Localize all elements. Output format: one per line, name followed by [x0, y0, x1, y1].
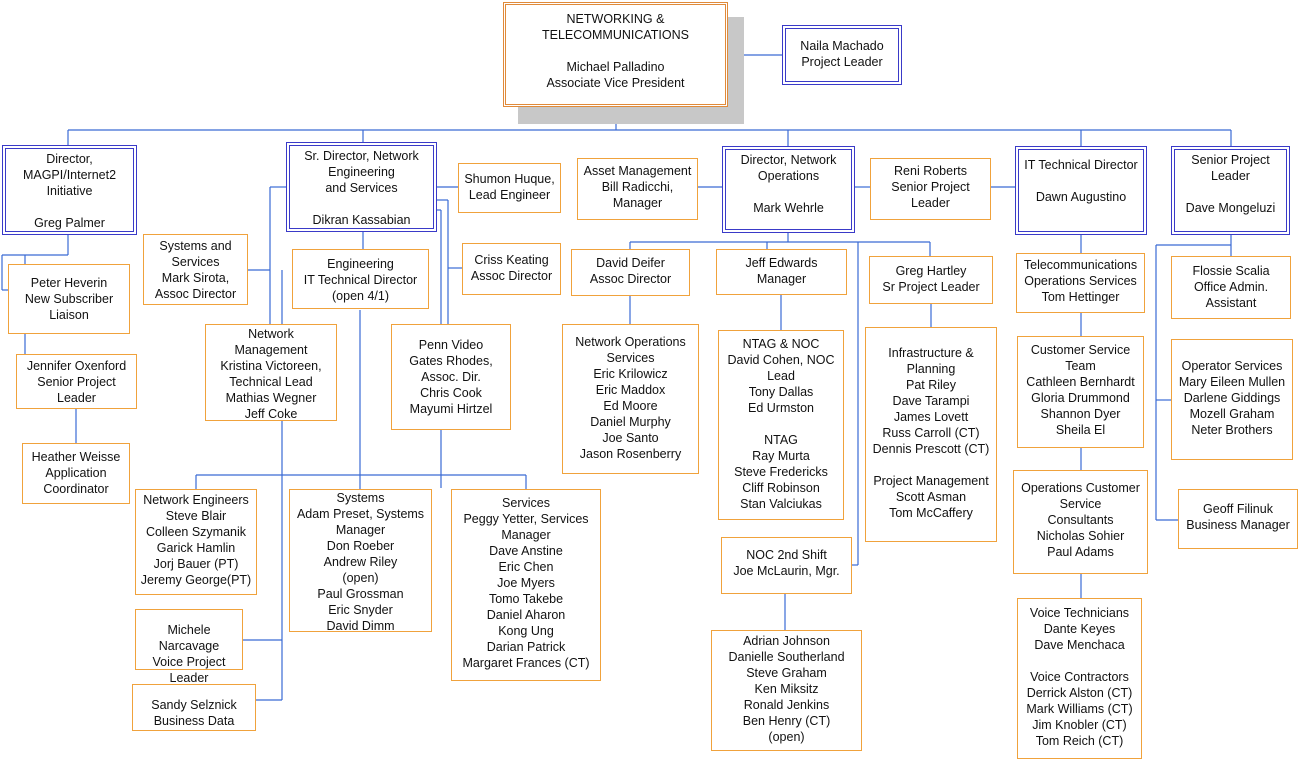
jeff-edwards-box: Jeff Edwards Manager: [716, 249, 847, 295]
ntag-noc-box: NTAG & NOC David Cohen, NOC Lead Tony Da…: [718, 330, 844, 520]
geoff-box: Geoff Filinuk Business Manager: [1178, 489, 1298, 549]
heather-box: Heather Weisse Application Coordinator: [22, 443, 130, 504]
criss-box: Criss Keating Assoc Director: [462, 243, 561, 295]
michele-box: Michele Narcavage Voice Project Leader: [135, 609, 243, 685]
operator-services-box: Operator Services Mary Eileen Mullen Dar…: [1171, 339, 1293, 460]
it-technical-director-box: IT Technical Director Dawn Augustino: [1015, 146, 1147, 235]
services-team-box: Services Peggy Yetter, Services Manager …: [451, 489, 601, 681]
reni-box: Reni Roberts Senior Project Leader: [870, 158, 991, 220]
network-engineers-box: Network Engineers Steve Blair Colleen Sz…: [135, 489, 257, 595]
infrastructure-planning-box: Infrastructure & Planning Pat Riley Dave…: [865, 327, 997, 542]
network-management-box: Network Management Kristina Victoreen, T…: [205, 324, 337, 421]
telecom-ops-box: Telecommunications Operations Services T…: [1016, 253, 1145, 313]
systems-services-box: Systems and Services Mark Sirota, Assoc …: [143, 234, 248, 305]
peter-box: Peter Heverin New Subscriber Liaison: [8, 264, 130, 334]
network-ops-services-box: Network Operations Services Eric Krilowi…: [562, 324, 699, 474]
asset-mgmt-box: Asset Management Bill Radicchi, Manager: [577, 158, 698, 220]
hartley-box: Greg Hartley Sr Project Leader: [869, 256, 993, 304]
noc-2nd-shift-staff-box: Adrian Johnson Danielle Southerland Stev…: [711, 630, 862, 751]
flossie-box: Flossie Scalia Office Admin. Assistant: [1171, 256, 1291, 319]
voice-technicians-box: Voice Technicians Dante Keyes Dave Mench…: [1017, 598, 1142, 759]
engineering-it-director-box: Engineering IT Technical Director (open …: [292, 249, 429, 309]
noc-2nd-shift-box: NOC 2nd Shift Joe McLaurin, Mgr.: [721, 537, 852, 594]
netops-director-box: Director, Network Operations Mark Wehrle: [722, 146, 855, 233]
jennifer-box: Jennifer Oxenford Senior Project Leader: [16, 354, 137, 409]
senior-project-leader-box: Senior Project Leader Dave Mongeluzi: [1171, 146, 1290, 235]
sr-director-box: Sr. Director, Network Engineering and Se…: [286, 142, 437, 232]
avp-box: NETWORKING & TELECOMMUNICATIONS Michael …: [503, 2, 728, 107]
systems-team-box: Systems Adam Preset, Systems Manager Don…: [289, 489, 432, 633]
naila-box: Naila Machado Project Leader: [782, 25, 902, 85]
customer-service-team-box: Customer Service Team Cathleen Bernhardt…: [1017, 336, 1144, 448]
ops-customer-consultants-box: Operations Customer Service Consultants …: [1013, 470, 1148, 574]
magpi-director-box: Director, MAGPI/Internet2 Initiative Gre…: [2, 145, 137, 235]
shumon-box: Shumon Huque, Lead Engineer: [458, 163, 561, 213]
deifer-box: David Deifer Assoc Director: [571, 249, 690, 296]
sandy-box: Sandy Selznick Business Data: [132, 684, 256, 731]
penn-video-box: Penn Video Gates Rhodes, Assoc. Dir. Chr…: [391, 324, 511, 430]
